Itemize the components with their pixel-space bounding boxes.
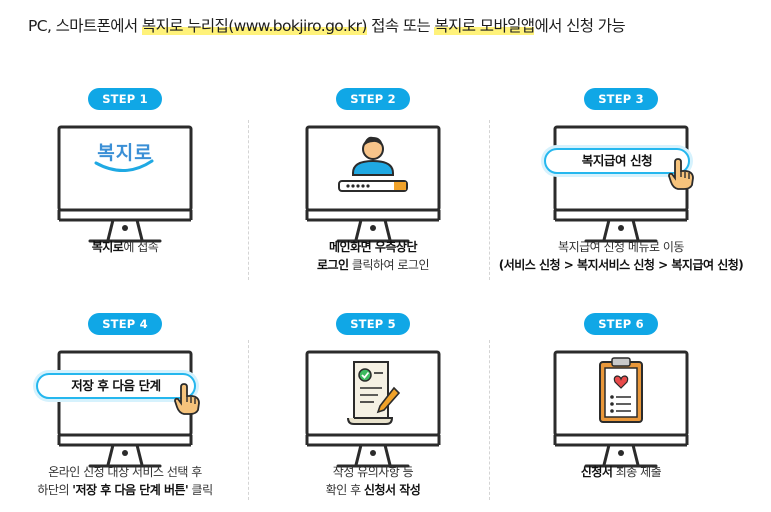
page-headline: PC, 스마트폰에서 복지로 누리집(www.bokjiro.go.kr) 접속… xyxy=(28,14,748,36)
headline-highlight-site: 복지로 누리집(www.bokjiro.go.kr) xyxy=(141,17,367,35)
caption-bold: '저장 후 다음 단계 버튼' xyxy=(72,483,189,497)
step-badge: STEP 3 xyxy=(584,88,658,110)
step-badge: STEP 1 xyxy=(88,88,162,110)
step-badge: STEP 6 xyxy=(584,313,658,335)
column-divider xyxy=(248,120,249,280)
caption-bold: 로그인 xyxy=(316,258,349,272)
caption-text: 에 접속 xyxy=(123,240,159,254)
step-caption: 신청서 최종 제출 xyxy=(496,463,746,481)
headline-part1: PC, 스마트폰에서 xyxy=(28,17,142,35)
caption-bold: 복지로 xyxy=(91,240,124,254)
caption-text: 최종 제출 xyxy=(612,465,662,479)
step-1: STEP 1 복지로 복지로에 접속 xyxy=(0,88,250,268)
user-login-icon xyxy=(338,136,408,192)
column-divider xyxy=(489,120,490,280)
caption-bold: (서비스 신청 > 복지서비스 신청 > 복지급여 신청) xyxy=(498,258,744,272)
column-divider xyxy=(489,340,490,500)
step-badge: STEP 5 xyxy=(336,313,410,335)
headline-highlight-app: 복지로 모바일앱 xyxy=(434,17,535,35)
step-3: STEP 3 복지급여 신청 복지급여 신청 메뉴로 이동 (서비스 신청 > … xyxy=(496,88,746,288)
monitor-icon xyxy=(553,350,689,468)
step-caption: 온라인 신청 대상 서비스 선택 후 하단의 '저장 후 다음 단계 버튼' 클… xyxy=(0,463,250,499)
step-caption: 작성 유의사항 등 확인 후 신청서 작성 xyxy=(248,463,498,499)
caption-bold: 신청서 작성 xyxy=(363,483,421,497)
caption-text: 작성 유의사항 등 xyxy=(332,465,414,479)
headline-part3: 에서 신청 가능 xyxy=(534,17,626,35)
pointing-hand-icon xyxy=(174,383,200,415)
column-divider xyxy=(248,340,249,500)
step-4: STEP 4 저장 후 다음 단계 온라인 신청 대상 서비스 선택 후 하단의… xyxy=(0,313,250,512)
caption-bold: 신청서 xyxy=(580,465,613,479)
headline-part2: 접속 또는 xyxy=(366,17,435,35)
step-5: STEP 5 작성 유의사항 등 확인 후 신청서 작성 xyxy=(248,313,498,512)
step-caption: 복지급여 신청 메뉴로 이동 (서비스 신청 > 복지서비스 신청 > 복지급여… xyxy=(496,238,746,274)
caption-text: 복지급여 신청 메뉴로 이동 xyxy=(558,240,684,254)
step-caption: 메인화면 우측상단 로그인 클릭하여 로그인 xyxy=(248,238,498,274)
caption-text: 클릭하여 로그인 xyxy=(348,258,430,272)
step-badge: STEP 2 xyxy=(336,88,410,110)
caption-text: 확인 후 xyxy=(325,483,364,497)
clipboard-heart-icon xyxy=(599,357,643,423)
save-and-next-button[interactable]: 저장 후 다음 단계 xyxy=(36,373,196,399)
step-caption: 복지로에 접속 xyxy=(0,238,250,256)
pointing-hand-icon xyxy=(668,158,694,190)
caption-text: 온라인 신청 대상 서비스 선택 후 xyxy=(48,465,202,479)
caption-text: 하단의 xyxy=(37,483,73,497)
monitor-icon xyxy=(57,125,193,243)
caption-text: 클릭 xyxy=(188,483,214,497)
monitor-icon xyxy=(305,350,441,468)
step-2: STEP 2 메인화면 우측상단 로그인 클릭하여 로그인 xyxy=(248,88,498,288)
document-check-icon xyxy=(347,361,401,425)
step-badge: STEP 4 xyxy=(88,313,162,335)
bokjiro-logo: 복지로 xyxy=(97,142,153,164)
apply-welfare-button[interactable]: 복지급여 신청 xyxy=(544,148,690,174)
step-6: STEP 6 신청서 최종 제출 xyxy=(496,313,746,512)
monitor-icon xyxy=(305,125,441,243)
caption-bold: 메인화면 우측상단 xyxy=(329,240,418,254)
